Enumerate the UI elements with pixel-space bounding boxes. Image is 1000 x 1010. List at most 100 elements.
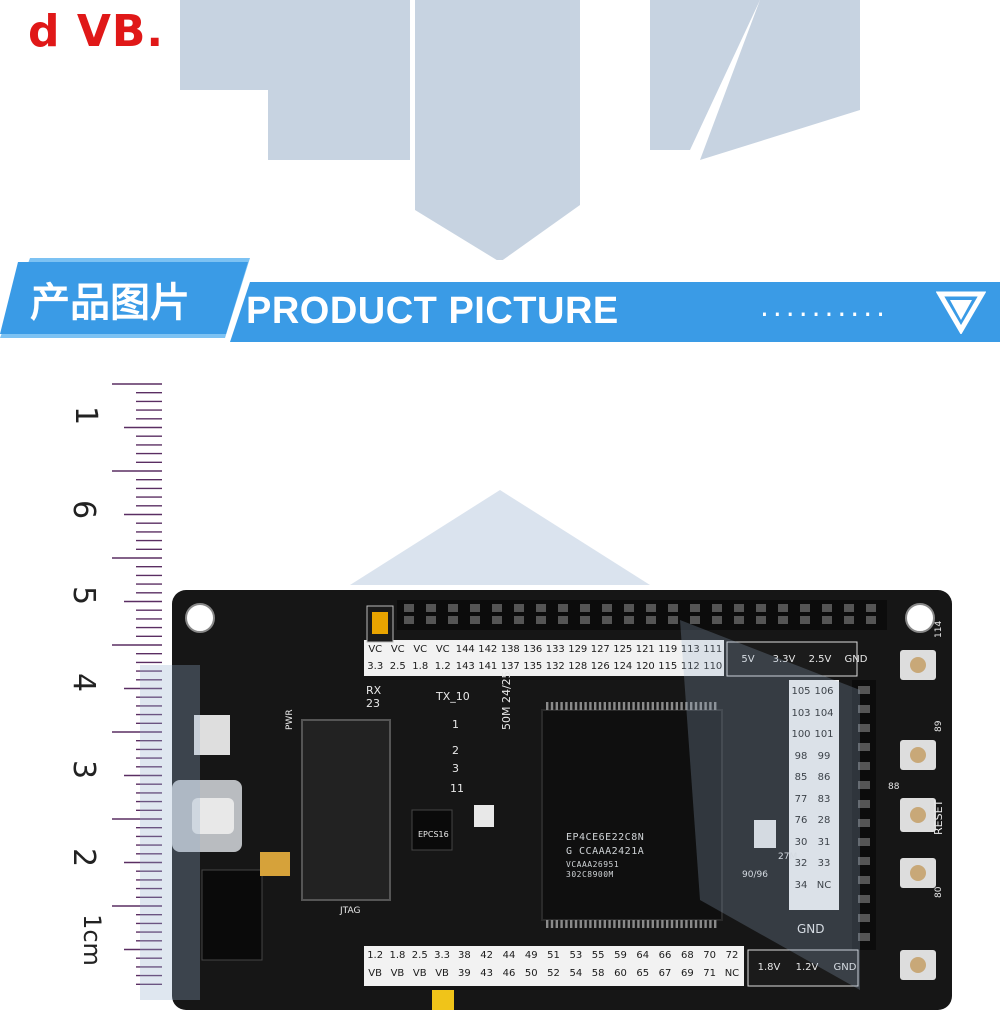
chip-pin — [709, 702, 712, 710]
pin-label: 58 — [591, 968, 605, 979]
watermark-logo-top — [180, 0, 860, 260]
chip-pin — [709, 920, 712, 928]
pin-label: 65 — [636, 968, 650, 979]
pin-label: VC — [368, 644, 383, 655]
silk-tx-label: TX_10 — [436, 690, 470, 703]
pin-label: 31 — [817, 836, 831, 848]
led-number: 1 — [452, 718, 459, 731]
chip-pin — [646, 702, 650, 710]
silk-pwr-label: PWR — [285, 709, 295, 730]
pin-label: 50 — [524, 968, 538, 979]
header-pin — [734, 616, 744, 624]
chip-pin — [550, 702, 554, 710]
header-pin — [470, 604, 480, 612]
chip-marking: G CCAAA2421A — [566, 846, 645, 857]
header-pin — [426, 604, 436, 612]
chip-pin — [589, 702, 592, 710]
pin-label: 100 — [791, 729, 811, 740]
header-pin — [514, 616, 524, 624]
pin-label: GND — [844, 654, 868, 665]
header-pin — [712, 616, 722, 624]
header-pin — [866, 604, 876, 612]
header-pin — [822, 616, 832, 624]
header-pin — [778, 616, 788, 624]
pin-label: 49 — [524, 950, 538, 961]
chip-pin — [680, 920, 683, 928]
pin-label: 28 — [817, 815, 831, 826]
header-pin — [858, 895, 870, 903]
pin-label: 126 — [590, 661, 610, 672]
pin-label: 66 — [658, 950, 672, 961]
chip-pin — [694, 920, 698, 928]
chip-pin — [584, 920, 587, 928]
pin-label: NC — [816, 879, 832, 891]
chip-pin — [704, 702, 707, 710]
chip-pin — [555, 702, 558, 710]
pin-label: GND — [833, 962, 857, 973]
header-pin — [536, 604, 546, 612]
chip-pin — [694, 702, 698, 710]
pin-label: 119 — [658, 644, 678, 655]
ruler-number: 4 — [66, 672, 102, 693]
silk-pin-80: 80 — [934, 886, 944, 898]
header-pin — [844, 616, 854, 624]
header-pin — [858, 762, 870, 770]
chip-pin — [632, 920, 635, 928]
header-pin — [404, 604, 414, 612]
pin-label: 132 — [545, 661, 565, 672]
chip-pin — [622, 920, 626, 928]
header-pin — [756, 604, 766, 612]
pin-label: 72 — [725, 950, 739, 961]
chip-marking: 302C8900M — [566, 870, 614, 879]
pin-label: 70 — [703, 950, 717, 961]
pin-label: 136 — [523, 644, 543, 655]
led-number: 2 — [452, 744, 459, 757]
pin-label: 53 — [569, 950, 583, 961]
header-pin — [858, 800, 870, 808]
pin-label: 69 — [680, 968, 694, 979]
pin-label: 143 — [455, 661, 475, 672]
header-pin — [712, 604, 722, 612]
header-pin — [602, 616, 612, 624]
corner-text: d VB. — [28, 6, 165, 57]
header-pin — [858, 686, 870, 694]
header-pin — [858, 857, 870, 865]
pin-label: NC — [724, 968, 740, 979]
pin-label: 106 — [814, 686, 834, 697]
header-pin — [404, 616, 414, 624]
chip-pin — [613, 920, 616, 928]
chip-pin — [570, 702, 573, 710]
chip-pin — [685, 920, 688, 928]
chip-pin — [613, 702, 616, 710]
header-pin — [646, 604, 656, 612]
chip-pin — [565, 920, 568, 928]
pin-label: 77 — [794, 793, 808, 805]
header-pin — [800, 604, 810, 612]
silk-pin-89: 89 — [934, 720, 944, 732]
pin-label: 105 — [791, 686, 811, 697]
chip-pin — [579, 920, 582, 928]
header-pin — [858, 914, 870, 922]
header-pin — [580, 604, 590, 612]
header-pin — [668, 604, 678, 612]
silk-osc-label: 50M 24/25 — [500, 671, 513, 730]
chip-pin — [646, 920, 650, 928]
header-pin — [558, 604, 568, 612]
chip-pin — [632, 702, 635, 710]
pin-label: 52 — [547, 968, 560, 979]
chip-pin — [637, 702, 640, 710]
silk-pin-114: 114 — [934, 620, 944, 638]
header-pin — [858, 933, 870, 941]
header-pin — [858, 705, 870, 713]
pin-label: 104 — [814, 707, 834, 719]
ruler-number: 3 — [66, 759, 102, 780]
pin-label: VB — [412, 968, 427, 979]
chip-pin — [560, 702, 563, 710]
header-pin — [756, 616, 766, 624]
pin-label: 124 — [613, 661, 633, 672]
ruler-number: 1cm — [77, 914, 106, 966]
header-pin — [624, 616, 634, 624]
chip-pin — [675, 920, 678, 928]
chip-pin — [666, 920, 669, 928]
pin-label: 129 — [568, 644, 588, 655]
